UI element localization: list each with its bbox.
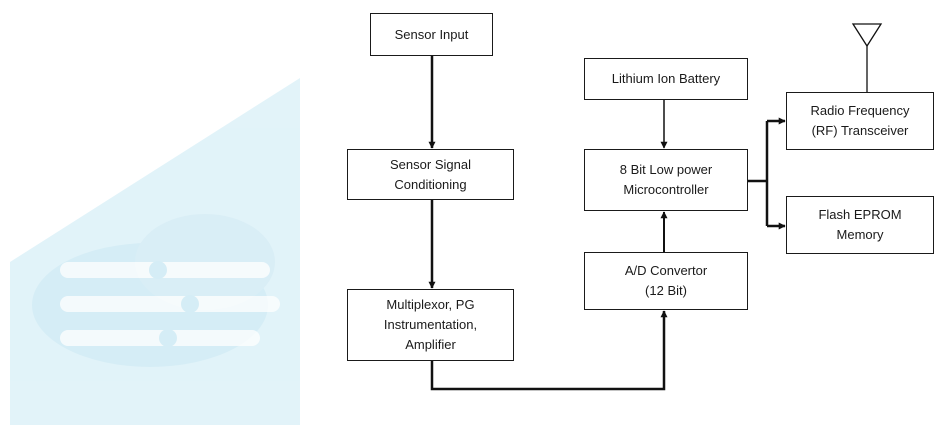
signal-conditioning-line-2: Conditioning (394, 176, 467, 192)
microcontroller-line-1: 8 Bit Low power (619, 162, 713, 177)
microcontroller-block: 8 Bit Low power Microcontroller (584, 149, 748, 211)
cloud-logo-watermark (10, 78, 300, 425)
adc-line-2: (12 Bit) (645, 283, 687, 298)
rf-transceiver-block: Radio Frequency (RF) Transceiver (786, 92, 934, 150)
connector-multiplexor-to-adc (430, 310, 668, 391)
battery-block: Lithium Ion Battery (584, 58, 748, 100)
flash-memory-line-1: Flash EPROM (818, 207, 902, 222)
multiplexor-line-2: Instrumentation, (383, 317, 478, 332)
flash-memory-line-2: Memory (836, 227, 884, 242)
rf-transceiver-line-2: (RF) Transceiver (811, 123, 909, 138)
battery-label: Lithium Ion Battery (611, 71, 721, 86)
sensor-input-label: Sensor Input (394, 26, 469, 42)
antenna-icon (851, 23, 883, 92)
sensor-input-block: Sensor Input (370, 13, 493, 56)
multiplexor-line-3: Amplifier (405, 337, 456, 352)
rf-transceiver-line-1: Radio Frequency (810, 103, 910, 118)
adc-line-1: A/D Convertor (624, 263, 708, 278)
multiplexor-line-1: Multiplexor, PG (386, 297, 475, 312)
flash-memory-block: Flash EPROM Memory (786, 196, 934, 254)
signal-conditioning-block: Sensor Signal Conditioning (347, 149, 514, 200)
multiplexor-block: Multiplexor, PG Instrumentation, Amplifi… (347, 289, 514, 361)
signal-conditioning-line-1: Sensor Signal (390, 156, 471, 172)
adc-block: A/D Convertor (12 Bit) (584, 252, 748, 310)
microcontroller-line-2: Microcontroller (623, 182, 709, 197)
